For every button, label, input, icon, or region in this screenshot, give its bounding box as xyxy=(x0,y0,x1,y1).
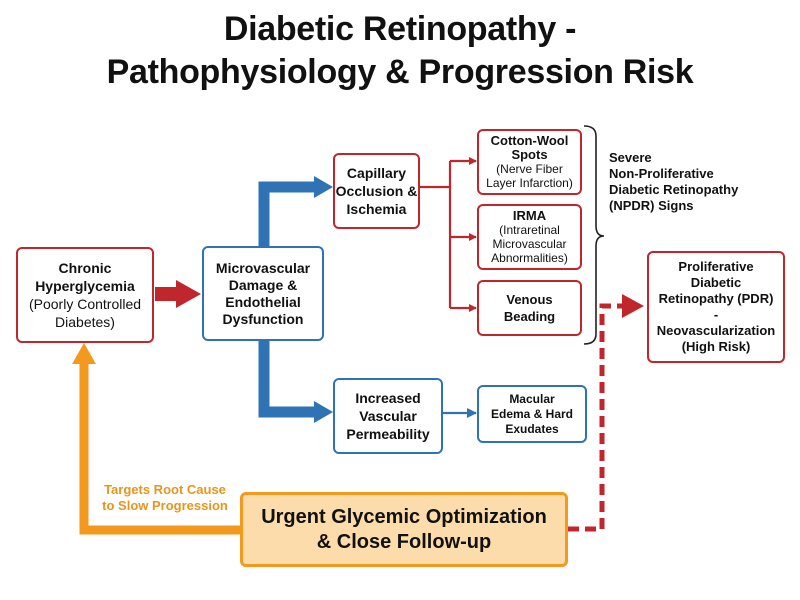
node-label: Urgent Glycemic Optimization xyxy=(261,505,547,528)
node-label: Proliferative xyxy=(678,259,754,274)
node-label: Exudates xyxy=(505,421,559,436)
npdr-signs-label: Severe Non-Proliferative Diabetic Retino… xyxy=(609,150,799,214)
node-label: - xyxy=(713,307,719,322)
npdr-label-line: (NPDR) Signs xyxy=(609,198,694,213)
node-sublabel: Abnormalities) xyxy=(491,251,568,265)
arrow-dashed-to-pdr xyxy=(568,294,644,532)
node-label: Venous xyxy=(506,292,553,307)
page-title: Diabetic Retinopathy - Pathophysiology &… xyxy=(0,8,800,94)
arrow-feedback-to-hyperglycemia xyxy=(72,343,240,535)
title-line-1: Diabetic Retinopathy - xyxy=(223,10,577,48)
node-label: Retinopathy (PDR) xyxy=(658,291,774,306)
node-label: Cotton-Wool xyxy=(490,133,569,148)
node-label: Capillary xyxy=(346,165,407,181)
node-proliferative-dr: Proliferative Diabetic Retinopathy (PDR)… xyxy=(647,251,785,363)
arrow-microvascular-to-permeability xyxy=(258,341,333,423)
node-label: Chronic xyxy=(58,260,112,276)
node-sublabel: Diabetes) xyxy=(55,314,115,330)
node-label: Neovascularization xyxy=(656,323,776,338)
node-vascular-permeability: Increased Vascular Permeability xyxy=(333,378,443,454)
node-label: & Close Follow-up xyxy=(316,530,492,553)
arrow-microvascular-to-capillary xyxy=(258,176,333,246)
node-label: Increased xyxy=(355,390,421,406)
node-label: Diabetic xyxy=(690,275,742,290)
feedback-label-line: Targets Root Cause xyxy=(104,482,226,497)
node-label: Ischemia xyxy=(346,201,407,217)
node-irma: IRMA (Intraretinal Microvascular Abnorma… xyxy=(477,204,582,270)
feedback-label: Targets Root Cause to Slow Progression xyxy=(90,482,240,514)
node-urgent-glycemic-optimization: Urgent Glycemic Optimization & Close Fol… xyxy=(240,492,568,567)
node-label: Vascular xyxy=(359,408,417,424)
node-label: Microvascular xyxy=(215,259,311,276)
npdr-label-line: Severe xyxy=(609,150,652,165)
title-line-2: Pathophysiology & Progression Risk xyxy=(106,53,694,91)
arrow-hyperglycemia-to-microvascular xyxy=(155,280,201,308)
node-sublabel: (Nerve Fiber xyxy=(496,162,563,176)
node-chronic-hyperglycemia: Chronic Hyperglycemia (Poorly Controlled… xyxy=(16,247,154,343)
feedback-label-line: to Slow Progression xyxy=(102,498,228,513)
node-label: IRMA xyxy=(512,208,547,223)
node-label: Permeability xyxy=(346,426,430,442)
node-capillary-occlusion: Capillary Occlusion & Ischemia xyxy=(333,153,420,229)
node-macular-edema: Macular Edema & Hard Exudates xyxy=(477,385,587,443)
node-label: Hyperglycemia xyxy=(35,278,135,294)
node-sublabel: (Intraretinal xyxy=(499,223,560,237)
node-sublabel: Layer Infarction) xyxy=(486,176,573,190)
node-microvascular-damage: Microvascular Damage & Endothelial Dysfu… xyxy=(202,246,324,341)
npdr-label-line: Non-Proliferative xyxy=(609,166,714,181)
node-venous-beading: Venous Beading xyxy=(477,280,582,336)
node-label: Beading xyxy=(503,309,556,324)
npdr-bracket xyxy=(583,125,605,345)
node-cotton-wool-spots: Cotton-Wool Spots (Nerve Fiber Layer Inf… xyxy=(477,129,582,195)
node-label: Endothelial xyxy=(225,293,301,310)
node-label: Macular xyxy=(509,391,555,406)
npdr-label-line: Diabetic Retinopathy xyxy=(609,182,739,197)
node-label: (High Risk) xyxy=(681,339,751,354)
node-label: Dysfunction xyxy=(222,310,304,327)
node-sublabel: Microvascular xyxy=(492,237,567,251)
node-label: Spots xyxy=(511,147,548,162)
node-label: Occlusion & xyxy=(335,183,418,199)
node-label: Damage & xyxy=(228,276,298,293)
node-label: Edema & Hard xyxy=(490,406,574,421)
arrow-capillary-to-npdr-signs xyxy=(420,157,477,312)
node-sublabel: (Poorly Controlled xyxy=(28,296,142,312)
